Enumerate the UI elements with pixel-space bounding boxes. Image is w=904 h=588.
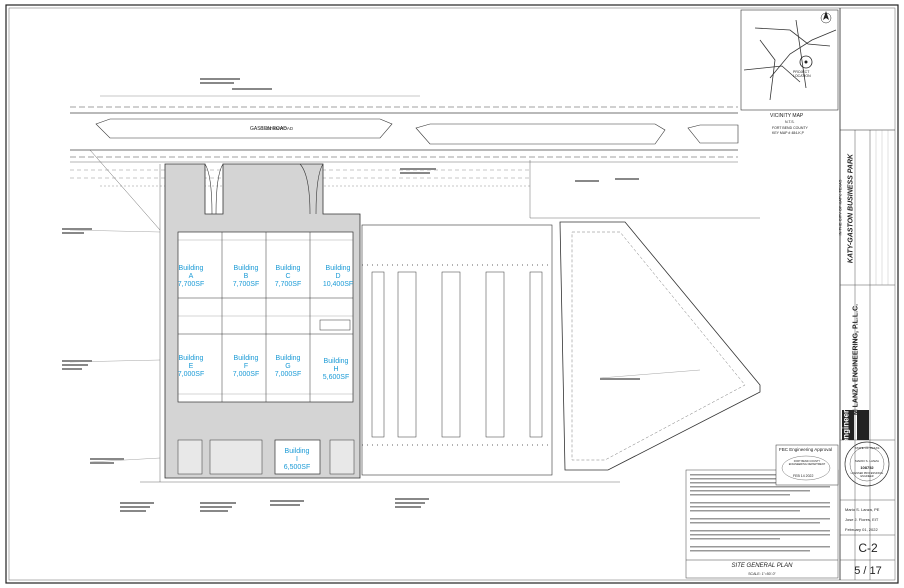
seal-number: 108752 [860, 465, 874, 470]
building-d-label: Building D 10,400SF [318, 265, 358, 289]
pe-seal [844, 441, 890, 487]
seal-state: STATE OF TEXAS [854, 446, 880, 450]
approval-date: FEB 14 2022 [793, 474, 814, 478]
sheet-border-inner [8, 7, 896, 581]
building-letter: I [296, 456, 298, 463]
building-e-label: Building E 7,000SF [171, 355, 211, 379]
building-letter: C [285, 273, 291, 280]
vicinity-map-county: FORT BEND COUNTY [772, 126, 808, 130]
sheet-number: 5 / 17 [854, 565, 882, 577]
sheet-id: C-2 [858, 541, 878, 555]
sheet-border-outer [5, 4, 899, 584]
project-location-marker [799, 55, 813, 69]
building-a-label: Building A 7,700SF [171, 265, 211, 289]
checked-by: Jose J. Flores, EIT [845, 517, 879, 522]
vicinity-map-scale: N.T.S. [785, 120, 795, 124]
building-name: Building [275, 265, 301, 272]
building-name: Building [178, 265, 204, 272]
project-name: KATY-GASTON BUSINESS PARK [847, 153, 855, 264]
building-area: 7,700SF [177, 281, 205, 288]
existing-parking-lot [361, 224, 553, 476]
building-letter: B [243, 273, 249, 280]
building-h-label: Building H 5,600SF [316, 358, 356, 382]
building-name: Building [233, 265, 259, 272]
building-b-label: Building B 7,700SF [226, 265, 266, 289]
building-name: Building [275, 355, 301, 362]
building-letter: H [333, 366, 339, 373]
building-letter: F [243, 363, 249, 370]
building-i-label: Building I 6,500SF [277, 448, 317, 472]
adjacent-triangular-lot [559, 221, 761, 471]
designed-by: Mario S. Lanza, PE [845, 507, 880, 512]
vicinity-map-frame [740, 9, 839, 111]
north-arrow [820, 11, 832, 24]
road-row-lines [70, 95, 738, 187]
drawing-date: February 01, 2022 [845, 527, 878, 532]
building-name: Building [323, 358, 349, 365]
building-area: 7,000SF [274, 371, 302, 378]
building-letter: D [335, 273, 341, 280]
building-c-label: Building C 7,700SF [268, 265, 308, 289]
building-block-north [177, 231, 354, 403]
road-medians [95, 118, 739, 145]
road-name-label: GASTON ROAD [250, 126, 287, 132]
project-city: IN THE CITY OF KATY, TEXAS [837, 179, 843, 236]
building-name: Building [325, 265, 351, 272]
building-area: 5,600SF [322, 374, 350, 381]
sheet-scale: SCALE: 1"=50'-0" [748, 572, 776, 576]
approval-title: FBC Engineering Approval [779, 447, 833, 452]
building-area: 7,000SF [177, 371, 205, 378]
storage-room-label-box [319, 319, 351, 331]
firm-logo-block [842, 410, 854, 440]
seal-engineer: MARIO S. LANZA [854, 459, 879, 463]
fbc-approval-box [775, 444, 839, 486]
vicinity-map-roads [743, 19, 837, 101]
vicinity-map-title: VICINITY MAP [770, 113, 804, 119]
building-letter: E [188, 363, 194, 370]
building-g-label: Building G 7,000SF [268, 355, 308, 379]
seal-role: LICENSED PROFESSIONAL ENGINEER [850, 472, 884, 478]
firm-brand: engineering [841, 397, 851, 444]
building-name: Building [284, 448, 310, 455]
building-letter: A [188, 273, 194, 280]
building-f-label: Building F 7,000SF [226, 355, 266, 379]
vicinity-map-keymap: KEY MAP # 484-K,P [772, 131, 804, 135]
building-name: Building [233, 355, 259, 362]
building-area: 7,000SF [232, 371, 260, 378]
sheet-title: SITE GENERAL PLAN [731, 563, 793, 569]
building-area: 10,400SF [322, 281, 354, 288]
building-area: 6,500SF [283, 464, 311, 471]
building-i-footprint [274, 439, 321, 475]
building-area: 7,700SF [232, 281, 260, 288]
vicinity-project-location: PROJECT LOCATION [793, 70, 811, 78]
approval-stamp-text: FORT BEND COUNTY ENGINEERING DEPARTMENT [788, 460, 826, 466]
general-notes-box [685, 469, 839, 579]
building-area: 7,700SF [274, 281, 302, 288]
firm-name: M LANZA ENGINEERING, P.L.L.C. [852, 303, 860, 416]
building-letter: G [285, 363, 291, 370]
svg-text:GASTON ROAD: GASTON ROAD [260, 126, 294, 131]
building-name: Building [178, 355, 204, 362]
